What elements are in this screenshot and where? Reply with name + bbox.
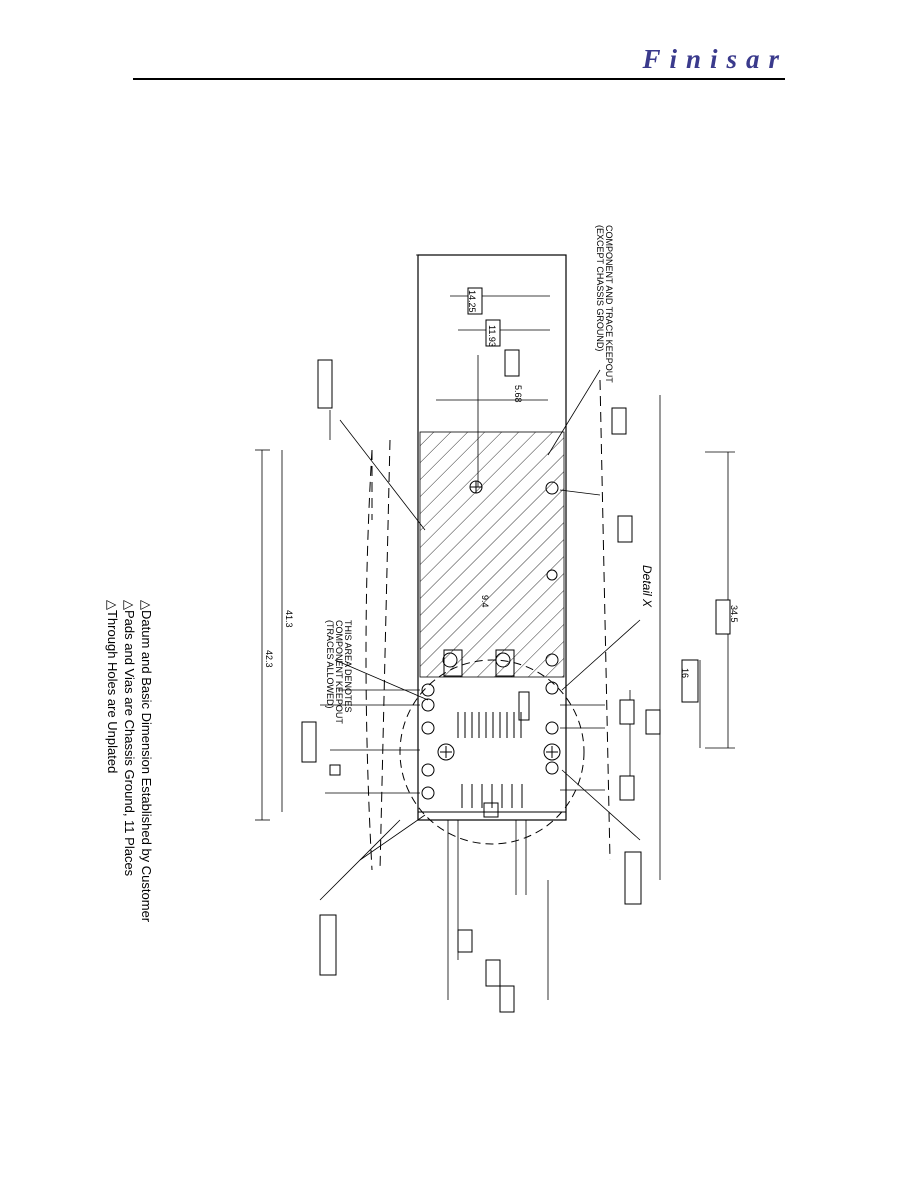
- keepout-hatch: [419, 431, 565, 678]
- header-rule: [133, 78, 785, 80]
- note-2-marker: △: [122, 600, 137, 610]
- component-note-1: COMPONENT AND TRACE KEEPOUT: [604, 225, 614, 383]
- dim-14-25: 14.25: [467, 290, 477, 313]
- note-3-marker: △: [105, 600, 120, 610]
- callout-boxes: [301, 287, 731, 1013]
- connector-fingers-1: [457, 712, 522, 738]
- finisar-logo: Finisar: [642, 44, 788, 74]
- dim-11-93: 11.93: [487, 325, 497, 347]
- drawing-labels: 41.3 42.3 34.5 5.68 16 14.25 11.93 9.4 D…: [264, 225, 739, 724]
- note-1: △Datum and Basic Dimension Established b…: [139, 600, 154, 923]
- dim-5-68: 5.68: [513, 385, 523, 403]
- note-2: △Pads and Vias are Chassis Ground, 11 Pl…: [122, 600, 137, 877]
- note-1-marker: △: [139, 600, 154, 610]
- dim-9-4: 9.4: [480, 595, 490, 608]
- dim-41-3: 41.3: [284, 610, 294, 628]
- dim-16: 16: [680, 668, 690, 678]
- detail-label: Detail X: [640, 565, 654, 608]
- holes: [421, 480, 561, 800]
- leader-lines: [319, 369, 641, 901]
- dimension-lines: [255, 254, 735, 1000]
- area-note-1: THIS AREA DENOTES: [343, 620, 353, 713]
- drawing-notes: △Datum and Basic Dimension Established b…: [104, 600, 155, 922]
- component-note-2: (EXCEPT CHASSIS GROUND): [595, 225, 605, 351]
- dim-34-5: 34.5: [729, 605, 739, 623]
- area-note-3: (TRACES ALLOWED): [325, 620, 335, 709]
- connector-fingers-2: [461, 784, 523, 808]
- detail-circle: [399, 659, 585, 845]
- area-note-2: COMPONENT KEEPOUT: [334, 620, 344, 724]
- note-3: △Through Holes are Unplated: [105, 600, 120, 774]
- dim-42-3: 42.3: [264, 650, 274, 668]
- feature-boxes: [329, 649, 530, 818]
